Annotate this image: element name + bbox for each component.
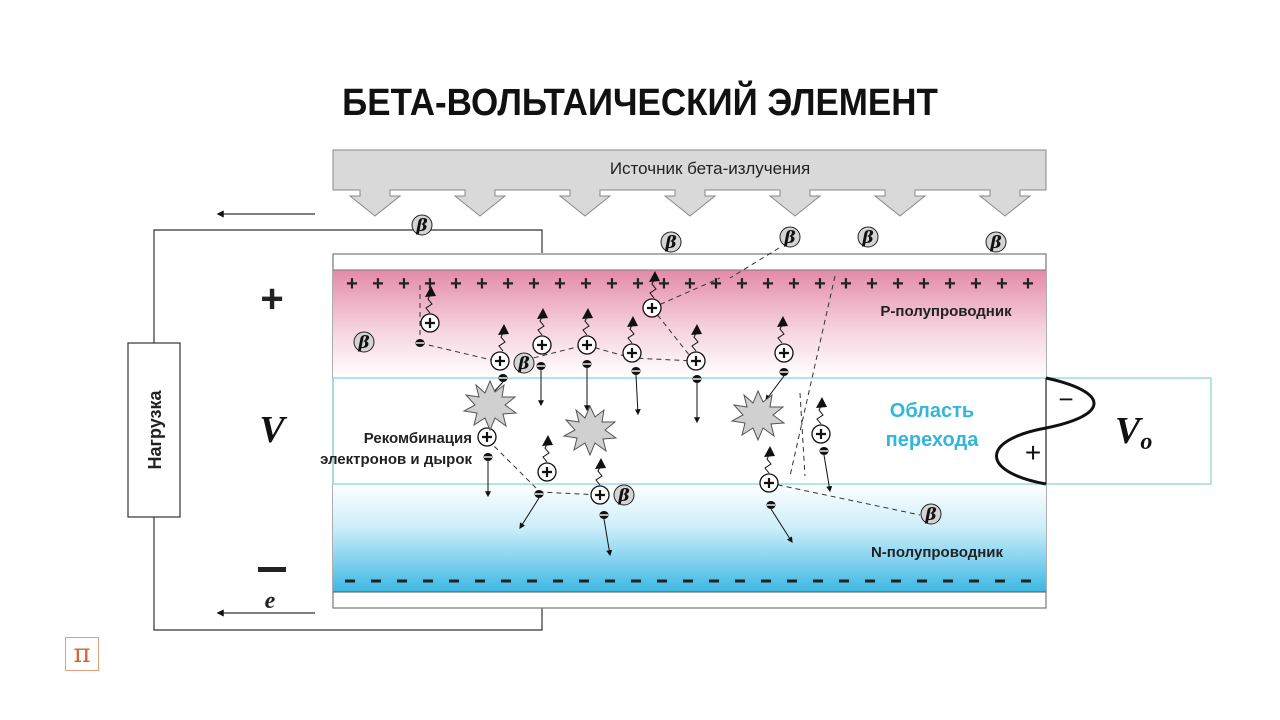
svg-text:+: +	[476, 273, 488, 295]
svg-text:+: +	[424, 273, 436, 295]
recombination-label-2: электронов и дырок	[320, 451, 472, 468]
potential-curve: − +	[995, 376, 1096, 486]
recombination-label-1: Рекомбинация	[364, 430, 472, 447]
drift-arrows	[485, 368, 833, 557]
svg-text:+: +	[762, 273, 774, 295]
svg-text:+: +	[684, 273, 696, 295]
svg-text:+: +	[814, 273, 826, 295]
svg-text:+: +	[398, 273, 410, 295]
svg-text:+: +	[736, 273, 748, 295]
n-layer-label: N-полупроводник	[871, 544, 1004, 561]
load-resistor: Нагрузка	[127, 342, 181, 518]
svg-text:+: +	[580, 273, 592, 295]
svg-text:+: +	[918, 273, 930, 295]
load-label: Нагрузка	[145, 390, 165, 470]
p-layer-label: P-полупроводник	[880, 303, 1012, 320]
svg-text:+: +	[710, 273, 722, 295]
junction-label-1: Область	[890, 400, 974, 422]
svg-text:+: +	[840, 273, 852, 295]
svg-text:−: −	[1058, 384, 1073, 414]
svg-text:+: +	[502, 273, 514, 295]
junction-label-2: перехода	[886, 429, 980, 451]
n-layer	[333, 484, 1046, 592]
voltage-label: V	[259, 409, 287, 451]
svg-text:+: +	[866, 273, 878, 295]
output-voltage-label: Vo	[1115, 410, 1152, 455]
svg-text:+: +	[658, 273, 670, 295]
minus-terminal	[258, 567, 286, 572]
svg-text:+: +	[1025, 437, 1041, 468]
svg-text:+: +	[892, 273, 904, 295]
svg-text:+: +	[788, 273, 800, 295]
logo-pi-icon: π	[65, 637, 99, 671]
svg-text:+: +	[632, 273, 644, 295]
source-label: Источник бета-излучения	[610, 159, 810, 178]
svg-text:+: +	[554, 273, 566, 295]
beta-source: Источник бета-излучения	[332, 149, 1047, 217]
svg-text:+: +	[450, 273, 462, 295]
svg-text:+: +	[1022, 273, 1034, 295]
svg-text:+: +	[346, 273, 358, 295]
svg-text:+: +	[970, 273, 982, 295]
plus-terminal: +	[260, 277, 283, 321]
svg-text:+: +	[528, 273, 540, 295]
svg-text:+: +	[372, 273, 384, 295]
page-title: БЕТА-ВОЛЬТАИЧЕСКИЙ ЭЛЕМЕНТ	[342, 82, 938, 124]
electron-label: e	[265, 588, 276, 614]
svg-text:+: +	[606, 273, 618, 295]
p-charges: + + + + + + + + + + + + + + + + + + + + + + + + + + +	[346, 273, 1034, 295]
svg-text:+: +	[944, 273, 956, 295]
circuit-wire	[153, 229, 543, 631]
svg-text:+: +	[996, 273, 1008, 295]
